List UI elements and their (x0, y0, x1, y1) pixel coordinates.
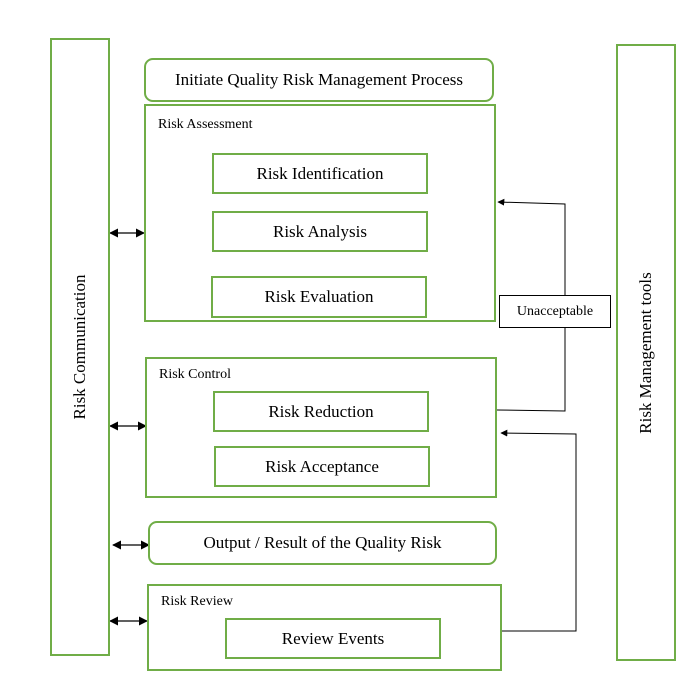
unacceptable-label: Unacceptable (516, 303, 594, 319)
risk-management-tools-label: Risk Management tools (636, 271, 655, 434)
risk-review-label: Risk Review (161, 594, 233, 609)
risk-evaluation-label: Risk Evaluation (264, 287, 374, 306)
risk-assessment-group: Risk Assessment Risk Identification Risk… (144, 104, 496, 322)
risk-control-label: Risk Control (159, 367, 231, 382)
risk-reduction-label: Risk Reduction (268, 401, 374, 421)
risk-communication-label: Risk Communication (70, 274, 89, 420)
risk-review-group: Risk Review Review Events (147, 584, 502, 671)
risk-management-tools-bar: Risk Management tools (616, 44, 676, 661)
risk-identification-box: Risk Identification (212, 153, 428, 194)
review-events-label: Review Events (281, 628, 385, 648)
review-events-box: Review Events (225, 618, 441, 659)
risk-analysis-label: Risk Analysis (273, 221, 367, 241)
risk-reduction-box: Risk Reduction (213, 391, 429, 432)
risk-control-group: Risk Control Risk Reduction Risk Accepta… (145, 357, 497, 498)
initiate-process-label: Initiate Quality Risk Management Process (175, 70, 463, 89)
risk-evaluation-box: Risk Evaluation (211, 276, 427, 318)
output-result-label: Output / Result of the Quality Risk (203, 533, 442, 552)
initiate-process-box: Initiate Quality Risk Management Process (144, 58, 494, 102)
unacceptable-label-box: Unacceptable (499, 295, 611, 328)
risk-analysis-box: Risk Analysis (212, 211, 428, 252)
feedback-review-arrow (439, 429, 577, 632)
risk-communication-bar: Risk Communication (50, 38, 110, 656)
risk-acceptance-label: Risk Acceptance (265, 456, 379, 476)
risk-assessment-label: Risk Assessment (158, 117, 253, 132)
risk-identification-label: Risk Identification (256, 163, 384, 183)
output-result-box: Output / Result of the Quality Risk (148, 521, 497, 565)
risk-acceptance-box: Risk Acceptance (214, 446, 430, 487)
